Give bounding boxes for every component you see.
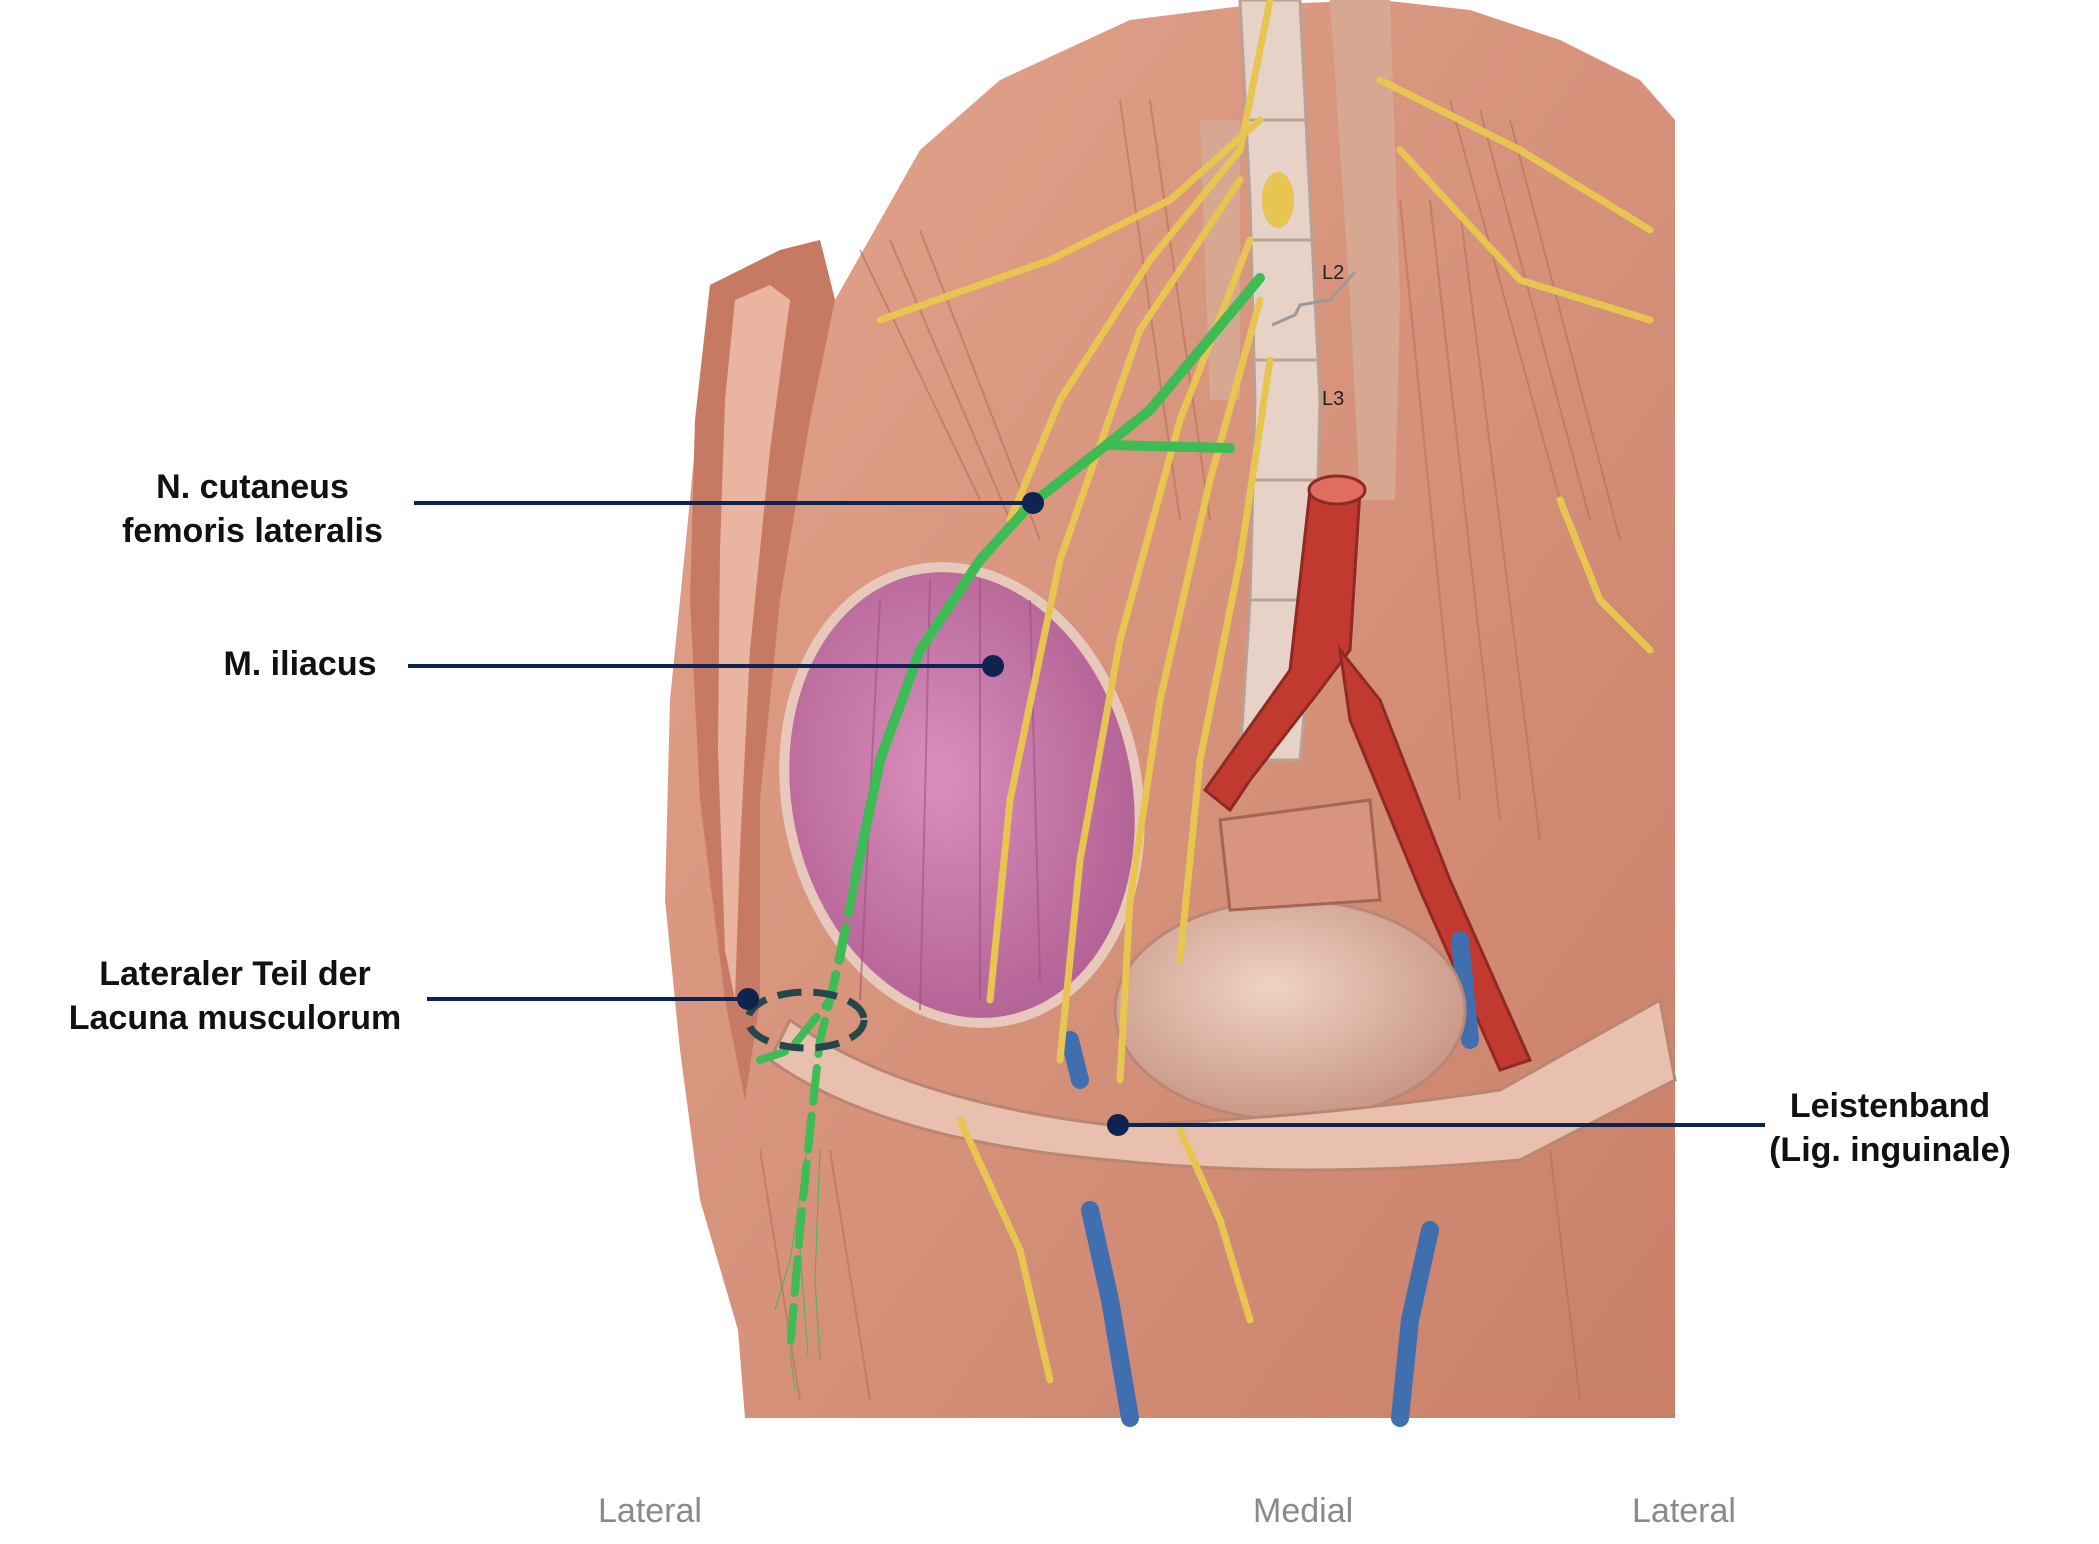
label-lacuna-musculorum: Lateraler Teil der Lacuna musculorum [45, 952, 425, 1040]
l2-pointer [1271, 271, 1357, 327]
lacuna-musculorum-outline [744, 988, 868, 1052]
label-leistenband-line2: (Lig. inguinale) [1769, 1131, 2011, 1169]
label-lacuna-line2: Lacuna musculorum [68, 999, 402, 1037]
label-m-iliacus: M. iliacus [223, 645, 377, 683]
orientation-medial: Medial [1253, 1492, 1354, 1530]
sympathetic-ganglion [1262, 172, 1294, 228]
vertebra-l3-label: L3 [1322, 388, 1345, 410]
rectum [1218, 798, 1382, 912]
label-n-cutaneus-line2: femoris lateralis [122, 512, 383, 550]
arteries [1202, 474, 1533, 1072]
bladder [1113, 898, 1467, 1122]
label-lacuna-line1: Lateraler Teil der [99, 955, 371, 993]
veins [1061, 931, 1479, 1427]
label-n-cutaneus-line1: N. cutaneus [156, 468, 349, 506]
label-n-cutaneus-femoris-lateralis: N. cutaneus femoris lateralis [100, 465, 405, 553]
lumbar-plexus-nerves [876, 0, 1654, 1384]
lateral-femoral-cutaneous-nerve [756, 273, 1265, 1391]
leader-lines [408, 492, 1765, 1136]
vertebra-l2-label: L2 [1322, 262, 1345, 284]
label-leistenband-line1: Leistenband [1789, 1087, 1991, 1125]
orientation-lateral-left: Lateral [598, 1492, 702, 1530]
iliacus-muscle [779, 562, 1145, 1028]
orientation-lateral-right: Lateral [1632, 1492, 1736, 1530]
label-leistenband: Leistenband (Lig. inguinale) [1755, 1084, 2025, 1172]
